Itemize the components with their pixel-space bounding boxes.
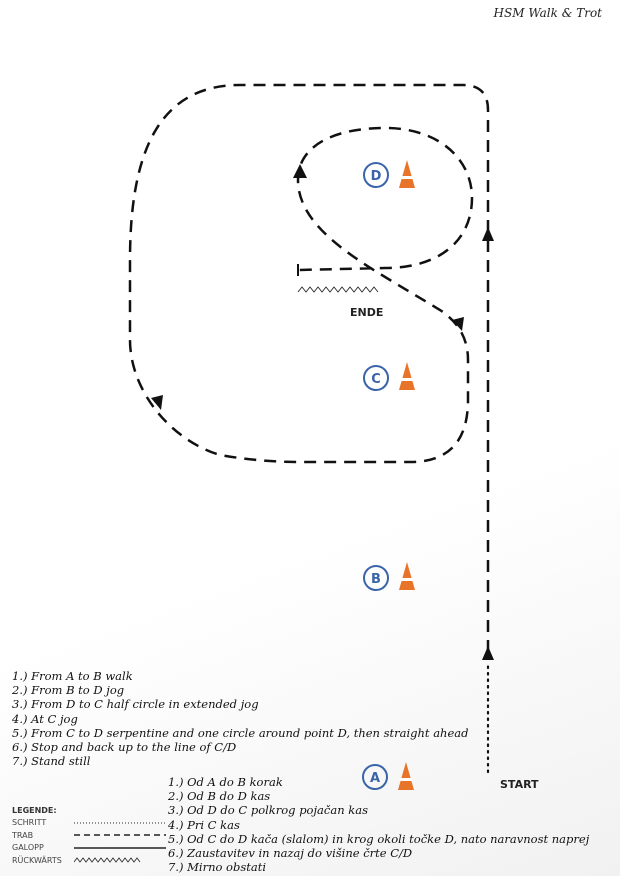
page-title: HSM Walk & Trot xyxy=(493,6,602,20)
trot-path xyxy=(128,83,490,652)
instruction-item: 7.) Mirno obstati xyxy=(168,860,267,875)
legend-dashed-line xyxy=(74,834,166,836)
legend-zigzag-line xyxy=(74,857,141,863)
instruction-item: 3.) Od D do C polkrog pojačan kas xyxy=(168,803,368,818)
arrow-icon xyxy=(482,227,494,241)
arrow-icon xyxy=(482,646,494,660)
instructions-english: 1.) From A to B walk 2.) From B to D jog… xyxy=(12,669,468,768)
start-label: START xyxy=(500,778,539,791)
arrow-icon xyxy=(151,395,163,410)
marker-d-label: D xyxy=(371,169,382,184)
end-label: ENDE xyxy=(350,306,383,319)
instruction-item: 2.) Od B do D kas xyxy=(168,789,271,804)
legend-walk: SCHRITT xyxy=(12,818,47,828)
legend-dotted-line xyxy=(74,822,166,824)
instruction-item: 4.) At C jog xyxy=(12,711,78,726)
legend-title: LEGENDE: xyxy=(12,805,57,815)
legend-canter: GALOPP xyxy=(12,843,44,853)
instruction-item: 7.) Stand still xyxy=(12,754,91,769)
legend-trot: TRAB xyxy=(12,830,34,840)
marker-c-label: C xyxy=(371,372,381,387)
instruction-item: 2.) From B to D jog xyxy=(12,683,125,698)
instruction-item: 3.) From D to C half circle in extended … xyxy=(12,697,259,712)
instruction-item: 4.) Pri C kas xyxy=(168,817,240,832)
legend: LEGENDE: SCHRITT TRAB GALOPP RÜCKWÄRTS xyxy=(12,804,166,867)
marker-a-label: A xyxy=(370,771,380,786)
instruction-item: 6.) Stop and back up to the line of C/D xyxy=(12,740,237,755)
legend-solid-line xyxy=(74,847,166,849)
marker-a xyxy=(362,762,414,790)
marker-b-label: B xyxy=(371,572,381,587)
instruction-item: 5.) From C to D serpentine and one circl… xyxy=(12,725,469,740)
instruction-item: 5.) Od C do D kača (slalom) in krog okol… xyxy=(168,831,590,846)
marker-c xyxy=(363,362,415,391)
instruction-item: 1.) From A to B walk xyxy=(12,669,133,683)
instruction-item: 6.) Zaustavitev in nazaj do višine črte … xyxy=(168,846,413,861)
instructions-slovene: 1.) Od A do B korak 2.) Od B do D kas 3.… xyxy=(168,775,589,874)
instruction-item: 1.) Od A do B korak xyxy=(168,775,283,789)
backwards-zigzag xyxy=(297,286,379,293)
legend-backwards: RÜCKWÄRTS xyxy=(12,855,62,865)
marker-d xyxy=(363,160,415,188)
arrow-icon xyxy=(452,317,464,331)
marker-b xyxy=(363,562,415,591)
arrow-icon xyxy=(293,164,307,178)
